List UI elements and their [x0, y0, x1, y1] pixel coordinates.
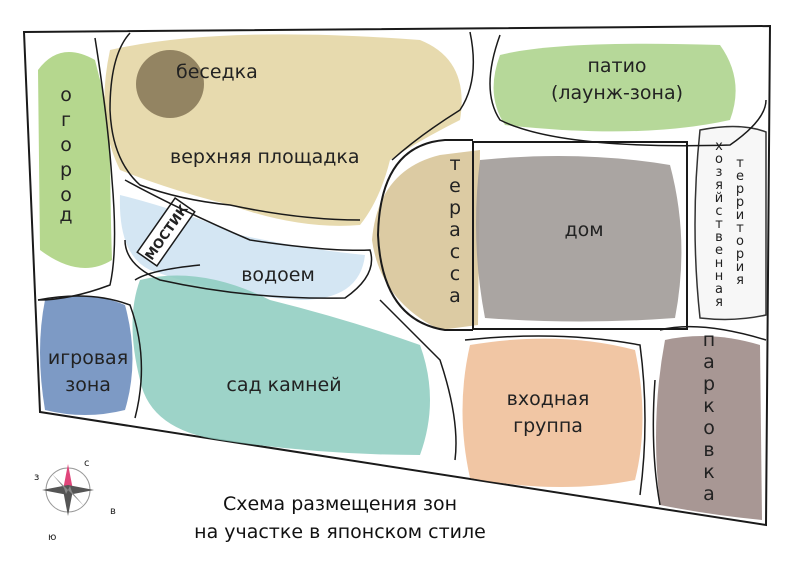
parkovka-label: п а р к о в к а	[703, 329, 715, 505]
svg-text:я: я	[736, 273, 744, 288]
zone-mostik-rect	[136, 197, 196, 267]
zone-khoz-outline	[694, 125, 767, 321]
svg-text:и: и	[736, 208, 744, 223]
besedka-label: беседка	[176, 61, 258, 83]
svg-text:й: й	[715, 191, 723, 206]
svg-text:я: я	[715, 295, 723, 310]
svg-text:о: о	[60, 134, 72, 156]
svg-text:х: х	[715, 139, 723, 154]
svg-text:р: р	[736, 182, 744, 197]
map-caption: Схема размещения зон на участке в японск…	[160, 490, 520, 546]
svg-text:о: о	[703, 417, 715, 439]
compass-rose-icon: с з в ю	[34, 458, 116, 543]
vodoem-label: водоем	[241, 264, 315, 286]
dom-label: дом	[564, 219, 603, 241]
svg-text:в: в	[703, 439, 714, 461]
svg-text:д: д	[59, 204, 72, 226]
svg-text:и: и	[736, 260, 744, 275]
compass-north: с	[84, 458, 90, 469]
zone-igrovaya-fill	[40, 296, 133, 415]
svg-text:о: о	[60, 184, 72, 206]
svg-text:е: е	[449, 175, 461, 197]
sad-label: сад камней	[226, 374, 341, 396]
zone-dom-fill	[476, 156, 682, 322]
svg-text:к: к	[703, 461, 714, 483]
svg-text:т: т	[736, 156, 744, 171]
igrovaya-sublabel: зона	[65, 374, 111, 396]
svg-text:т: т	[449, 153, 460, 175]
svg-text:з: з	[716, 165, 723, 180]
igrovaya-label: игровая	[48, 347, 128, 369]
vkhodnaya-sublabel: группа	[513, 415, 583, 437]
zone-sad-fill	[132, 275, 430, 455]
svg-text:г: г	[61, 109, 71, 131]
compass-west: з	[34, 472, 39, 483]
zone-parkovka-fill	[656, 336, 762, 520]
patio-sublabel: (лаунж-зона)	[551, 82, 683, 104]
terrasa-label: т е р а с с а	[449, 153, 461, 307]
zone-vkhodnaya-fill	[462, 338, 643, 488]
zone-besedka-circle	[136, 50, 204, 118]
zone-dom-outline	[472, 141, 688, 330]
zone-terrasa-outline	[376, 139, 473, 331]
verkhnyaya-label: верхняя площадка	[170, 146, 360, 168]
patio-label: патио	[587, 55, 646, 77]
khoz-label-2: т е р р и т о р и я	[736, 156, 744, 288]
ogorod-letter: о	[60, 84, 72, 106]
compass-east: в	[110, 506, 116, 517]
svg-text:е: е	[715, 243, 723, 258]
svg-text:р: р	[736, 195, 744, 210]
svg-text:а: а	[703, 351, 715, 373]
svg-text:е: е	[736, 169, 744, 184]
svg-text:н: н	[715, 269, 724, 284]
svg-text:т: т	[715, 217, 723, 232]
svg-text:с: с	[450, 241, 460, 263]
svg-text:а: а	[449, 285, 461, 307]
svg-text:р: р	[449, 197, 461, 219]
caption-line-1: Схема размещения зон	[222, 493, 458, 515]
zone-terrasa-fill	[372, 150, 480, 330]
svg-text:р: р	[736, 247, 744, 262]
zone-patio-fill	[493, 43, 736, 132]
svg-text:а: а	[703, 483, 715, 505]
svg-text:н: н	[715, 256, 724, 271]
compass-south: ю	[48, 532, 56, 543]
khoz-label-1: х о з я й с т в е н н а я	[715, 139, 724, 310]
svg-text:а: а	[715, 282, 723, 297]
zone-boundaries	[37, 31, 767, 506]
vkhodnaya-label: входная	[507, 388, 590, 410]
svg-text:а: а	[449, 219, 461, 241]
svg-text:в: в	[715, 230, 723, 245]
svg-text:с: с	[715, 204, 722, 219]
svg-text:я: я	[715, 178, 723, 193]
svg-text:р: р	[60, 159, 72, 181]
zone-ogorod-fill	[38, 52, 112, 268]
svg-text:к: к	[703, 395, 714, 417]
svg-text:п: п	[703, 329, 715, 351]
svg-text:с: с	[450, 263, 460, 285]
ogorod-label: о г о р о д	[59, 84, 72, 226]
svg-text:р: р	[703, 373, 715, 395]
svg-text:о: о	[736, 234, 744, 249]
caption-line-2: на участке в японском стиле	[194, 521, 486, 543]
svg-text:т: т	[736, 221, 744, 236]
svg-text:о: о	[715, 152, 723, 167]
